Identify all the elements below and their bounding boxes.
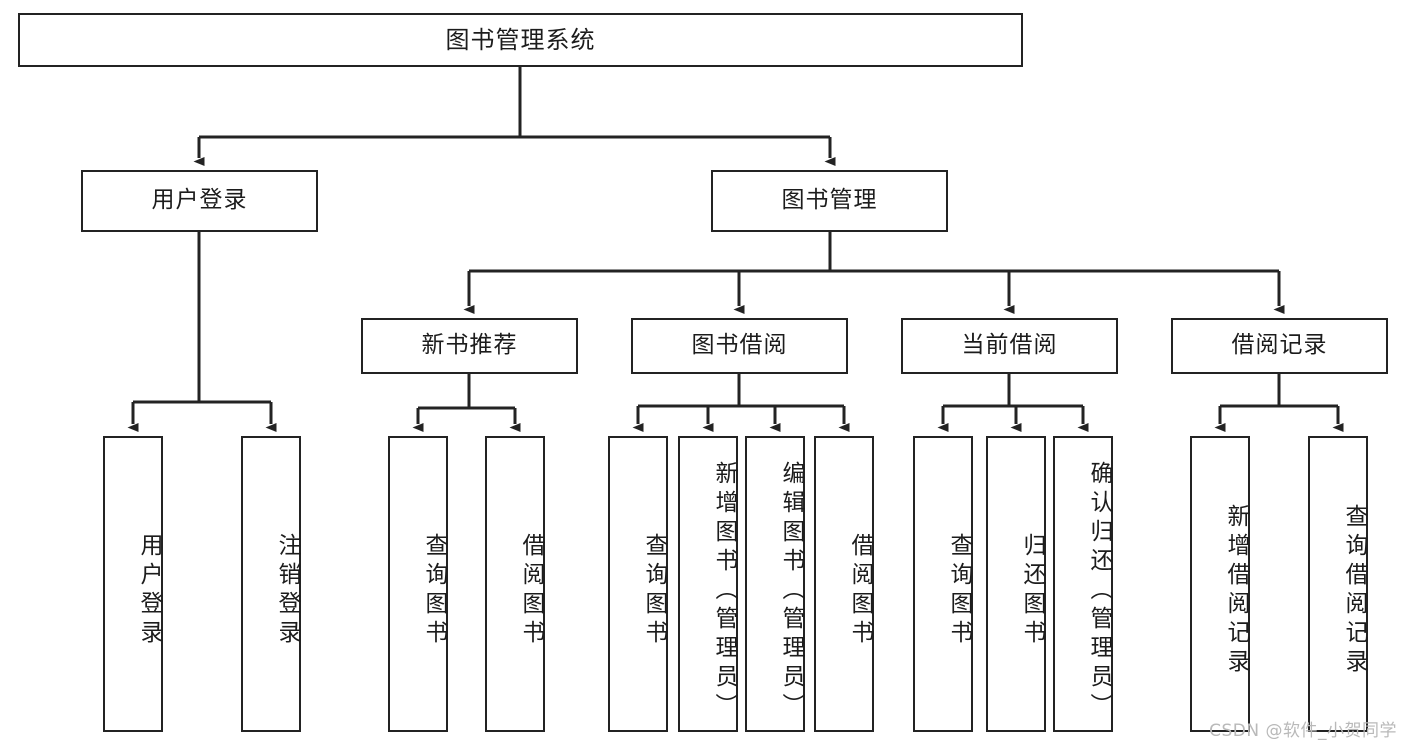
node-book-manage[interactable]: 图书管理 (711, 170, 948, 232)
node-label: 确认归还（管理员） (1086, 460, 1112, 722)
node-leaf-add-book[interactable]: 新增图书（管理员） (678, 436, 738, 732)
node-leaf-query-book-3[interactable]: 查询图书 (913, 436, 973, 732)
node-leaf-user-logout[interactable]: 注销登录 (241, 436, 301, 732)
node-label: 新增图书（管理员） (711, 460, 737, 722)
node-label: 查询图书 (421, 533, 447, 649)
node-leaf-add-record[interactable]: 新增借阅记录 (1190, 436, 1250, 732)
node-label: 新增借阅记录 (1223, 504, 1249, 678)
node-borrow-record[interactable]: 借阅记录 (1171, 318, 1388, 374)
node-leaf-query-book-2[interactable]: 查询图书 (608, 436, 668, 732)
node-label: 查询借阅记录 (1341, 504, 1367, 678)
node-leaf-borrow-book-2[interactable]: 借阅图书 (814, 436, 874, 732)
node-leaf-confirm-return[interactable]: 确认归还（管理员） (1053, 436, 1113, 732)
node-leaf-edit-book[interactable]: 编辑图书（管理员） (745, 436, 805, 732)
node-leaf-query-record[interactable]: 查询借阅记录 (1308, 436, 1368, 732)
node-leaf-borrow-book-1[interactable]: 借阅图书 (485, 436, 545, 732)
node-label: 用户登录 (136, 533, 162, 649)
node-leaf-return-book[interactable]: 归还图书 (986, 436, 1046, 732)
node-user-login[interactable]: 用户登录 (81, 170, 318, 232)
node-label: 借阅图书 (847, 533, 873, 649)
node-label: 查询图书 (946, 533, 972, 649)
node-label: 编辑图书（管理员） (778, 460, 804, 722)
node-label: 借阅图书 (518, 533, 544, 649)
node-label: 注销登录 (274, 533, 300, 649)
node-label: 归还图书 (1019, 533, 1045, 649)
node-leaf-user-login[interactable]: 用户登录 (103, 436, 163, 732)
node-label: 查询图书 (641, 533, 667, 649)
node-book-borrow[interactable]: 图书借阅 (631, 318, 848, 374)
node-root[interactable]: 图书管理系统 (18, 13, 1023, 67)
node-leaf-query-book-1[interactable]: 查询图书 (388, 436, 448, 732)
node-new-book-recommend[interactable]: 新书推荐 (361, 318, 578, 374)
node-current-borrow[interactable]: 当前借阅 (901, 318, 1118, 374)
csdn-watermark: CSDN @软件_小贺同学 (1209, 721, 1397, 741)
